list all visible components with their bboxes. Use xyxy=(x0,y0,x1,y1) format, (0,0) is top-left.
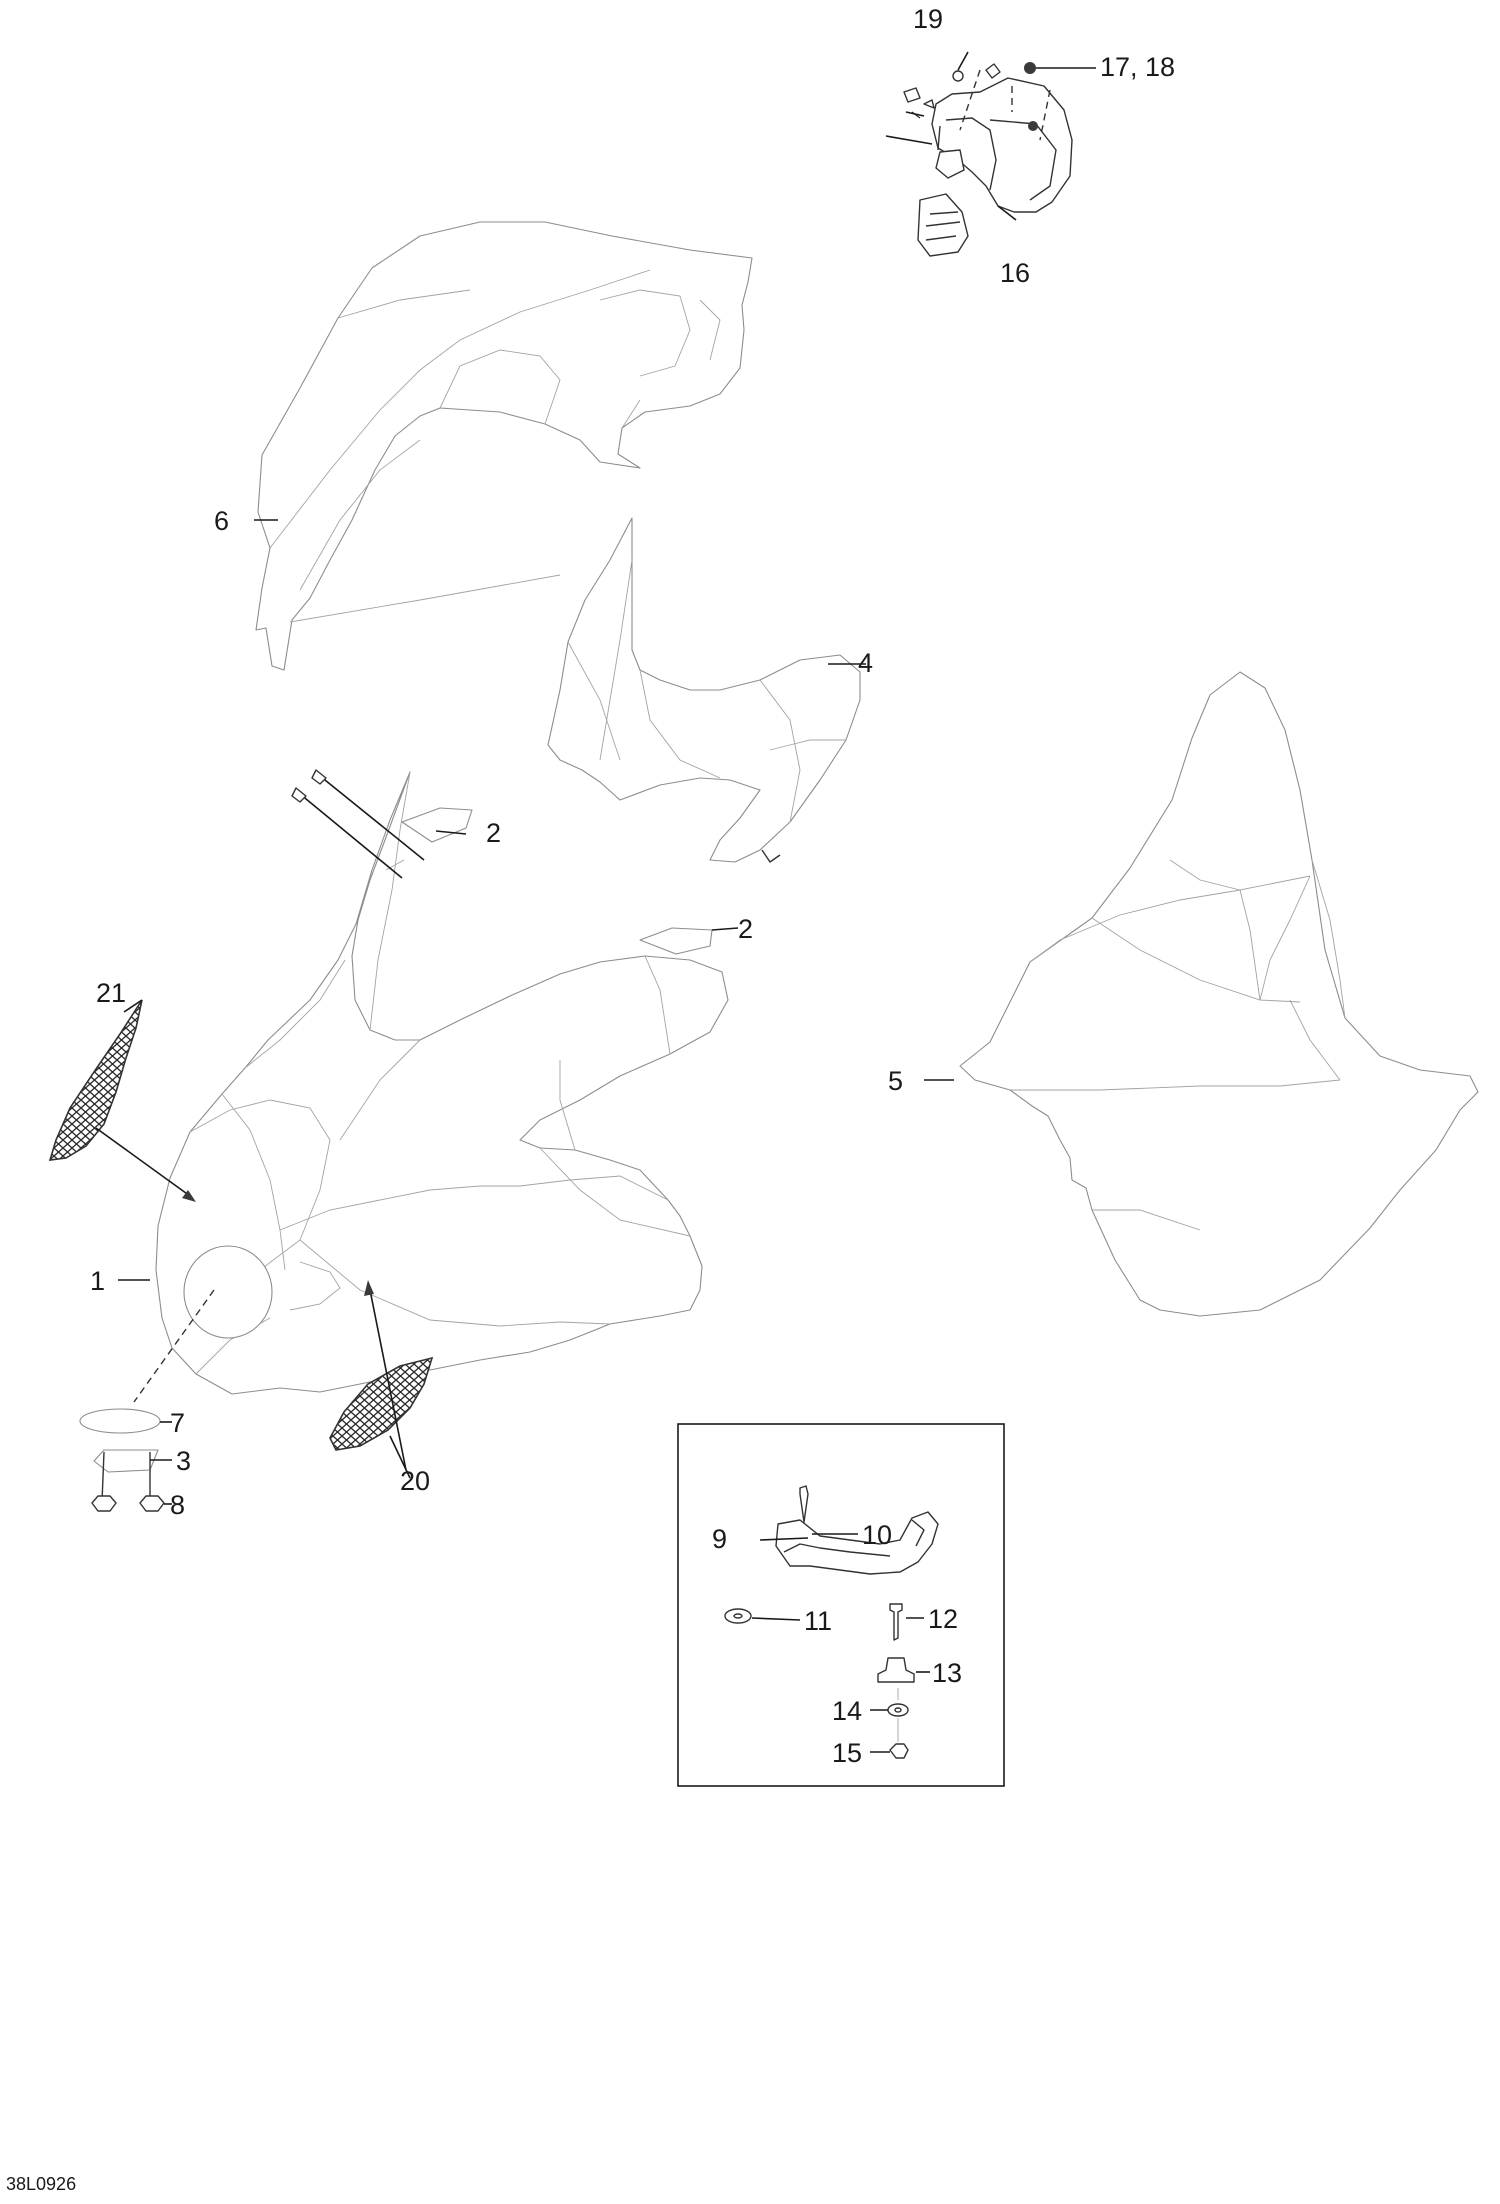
inset-frame xyxy=(677,1423,1005,1787)
callout-4: 4 xyxy=(858,648,873,678)
leader-9 xyxy=(759,1537,809,1541)
arrow-20 xyxy=(369,1289,407,1471)
callout-8: 8 xyxy=(170,1490,185,1520)
callout-21: 21 xyxy=(96,978,126,1008)
callout-11: 11 xyxy=(804,1606,832,1636)
inset-fastener-kit xyxy=(677,1423,1005,1787)
leader-20 xyxy=(389,1435,411,1479)
callout-2-lower: 2 xyxy=(738,914,753,944)
callout-5: 5 xyxy=(888,1066,903,1096)
callout-9: 9 xyxy=(712,1524,727,1554)
callout-2-upper: 2 xyxy=(486,818,501,848)
callout-15: 15 xyxy=(832,1738,862,1768)
callout-3: 3 xyxy=(176,1446,191,1476)
callout-20: 20 xyxy=(400,1466,430,1496)
callouts: 6 4 2 2 21 5 1 7 3 8 20 19 17, 18 16 9 1… xyxy=(90,4,1175,1768)
leader-lines xyxy=(95,51,1096,1753)
arrow-21 xyxy=(95,1127,191,1197)
callout-1: 1 xyxy=(90,1266,105,1296)
drawing-code: 38L0926 xyxy=(6,2174,76,2194)
callout-17-18: 17, 18 xyxy=(1100,52,1175,82)
leader-11 xyxy=(751,1617,801,1621)
leader-19 xyxy=(957,51,969,71)
callout-12: 12 xyxy=(928,1604,958,1634)
callout-6: 6 xyxy=(214,506,229,536)
leader-2b xyxy=(711,927,739,931)
leader-2a xyxy=(435,830,467,835)
callout-13: 13 xyxy=(932,1658,962,1688)
part-5-windshield xyxy=(959,671,1479,1317)
callout-14: 14 xyxy=(832,1696,862,1726)
emblem-assembly xyxy=(79,1289,215,1512)
part-16-taillight xyxy=(885,69,1073,257)
callout-16: 16 xyxy=(1000,258,1030,288)
leader-16 xyxy=(997,205,1017,221)
callout-7: 7 xyxy=(170,1408,185,1438)
callout-19: 19 xyxy=(913,4,943,34)
part-21-left-grille xyxy=(48,999,143,1161)
callout-10: 10 xyxy=(862,1520,892,1550)
part-4-inner-panel xyxy=(547,517,861,863)
part-6-upper-hood xyxy=(255,221,753,671)
leader-21 xyxy=(123,999,143,1013)
part-20-right-grille xyxy=(329,1356,434,1451)
rivet-fasteners xyxy=(291,769,425,879)
fasteners-17-18-19 xyxy=(923,62,1038,131)
part-1-front-hood xyxy=(155,771,729,1395)
